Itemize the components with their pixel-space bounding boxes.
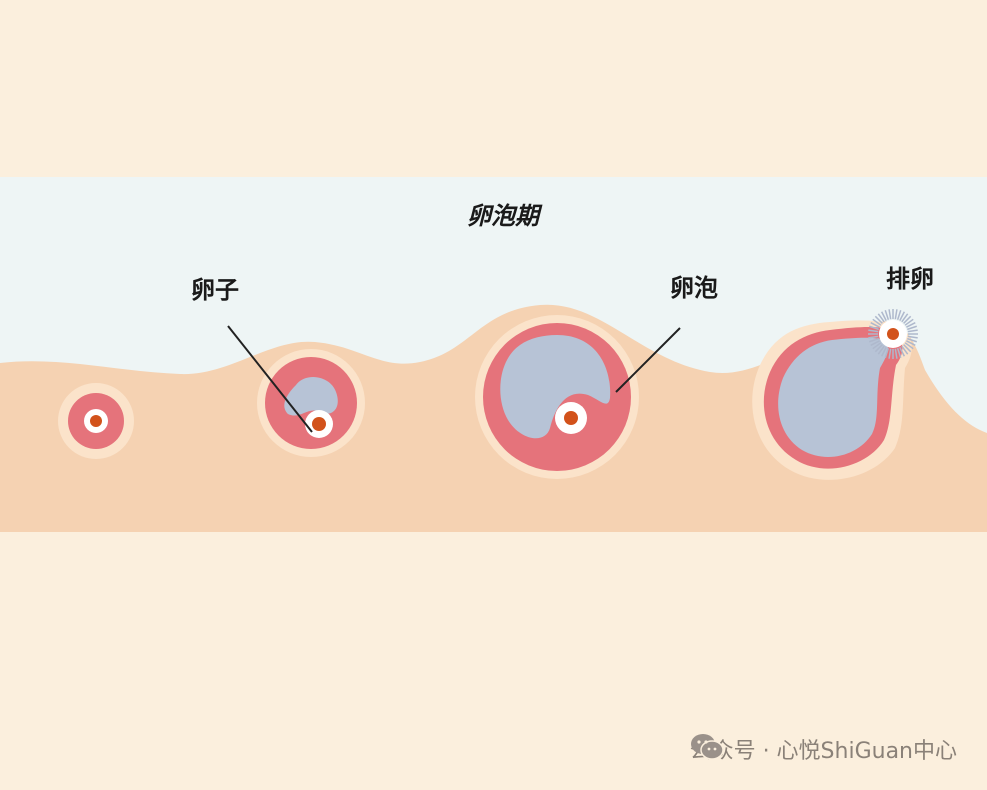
corona-spike — [903, 315, 912, 324]
corona-spike — [896, 348, 902, 359]
corona-spike — [904, 318, 914, 326]
corona-spike — [907, 337, 918, 343]
corona-spike — [872, 342, 882, 350]
corona-spike — [868, 337, 879, 343]
egg-nucleus — [312, 417, 326, 431]
corona-spike — [874, 344, 883, 353]
corona-spike — [896, 309, 902, 320]
egg-nucleus — [90, 415, 102, 427]
corona-spike — [907, 329, 918, 333]
corona-spike — [901, 313, 909, 323]
corona-spike — [884, 348, 890, 359]
diagram-title: 卵泡期 — [467, 202, 543, 230]
follicle-label: 卵泡 — [670, 274, 718, 302]
follicle-antrum — [778, 337, 888, 457]
follicle-pointer-line — [615, 327, 681, 393]
egg-nucleus — [564, 411, 578, 425]
corona-spike — [906, 321, 916, 328]
corona-spike — [870, 321, 880, 328]
corona-spike — [888, 348, 892, 359]
egg-pointer-line — [227, 325, 313, 433]
corona-spike — [906, 340, 916, 347]
corona-spike — [874, 315, 883, 324]
corona-spike — [868, 329, 879, 333]
corona-spike — [872, 318, 882, 326]
corona-spike — [868, 335, 879, 339]
corona-spike — [880, 347, 887, 357]
follicle-stage-4 — [752, 309, 918, 480]
corona-spike — [884, 309, 890, 320]
corona-spike — [899, 347, 906, 357]
follicle-antrum — [284, 376, 338, 416]
follicle-stage-2 — [257, 349, 365, 457]
corona-spike — [907, 335, 918, 339]
corona-radiata — [868, 309, 918, 359]
corona-spike — [894, 348, 898, 359]
corona-spike — [907, 325, 918, 331]
watermark: 公众号 · 心悦ShiGuan中心 — [690, 733, 957, 765]
corona-spike — [903, 344, 912, 353]
follicle-stage-1 — [58, 383, 134, 459]
corona-spike — [877, 345, 885, 355]
corona-spike — [894, 309, 898, 320]
corona-spike — [901, 345, 909, 355]
corona-spike — [880, 311, 887, 321]
corona-spike — [904, 342, 914, 350]
egg-nucleus — [887, 328, 899, 340]
corona-spike — [899, 311, 906, 321]
corona-spike — [888, 309, 892, 320]
wechat-icon — [690, 734, 724, 760]
follicle-antrum — [500, 335, 611, 439]
corona-spike — [870, 340, 880, 347]
egg-label: 卵子 — [191, 276, 239, 304]
watermark-text: 公众号 · 心悦ShiGuan中心 — [689, 739, 957, 764]
ovulation-label: 排卵 — [886, 265, 934, 293]
corona-spike — [868, 325, 879, 331]
follicle-stage-3 — [475, 315, 639, 479]
corona-spike — [877, 313, 885, 323]
